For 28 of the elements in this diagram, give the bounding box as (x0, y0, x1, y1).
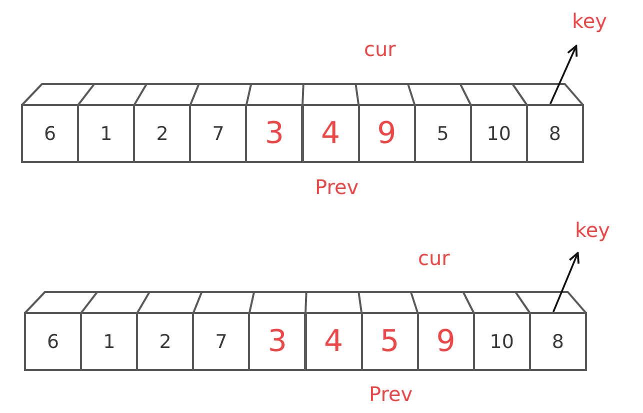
variable-label: Prev (369, 383, 413, 405)
array-cell: 5 (360, 312, 419, 371)
variable-label: key (575, 219, 610, 241)
variable-label: cur (364, 38, 396, 60)
array-cell: 10 (472, 312, 531, 371)
array-cell: 3 (245, 104, 304, 163)
array-cell: 9 (358, 104, 416, 163)
array-cell: 7 (189, 104, 248, 163)
variable-label: cur (418, 247, 450, 269)
arrow (549, 45, 578, 104)
array-cell: 6 (24, 312, 82, 371)
array-cell: 8 (528, 312, 587, 371)
variable-label: key (572, 10, 608, 32)
array-cell: 1 (77, 104, 136, 163)
array-cell: 9 (416, 312, 475, 371)
array-cell: 2 (136, 312, 194, 371)
array-cell: 1 (80, 312, 138, 371)
variable-label: Prev (315, 176, 359, 198)
array-cell: 5 (414, 104, 472, 163)
array-cell: 10 (470, 104, 528, 163)
array-cell: 2 (133, 104, 192, 163)
array-cell: 6 (21, 104, 80, 163)
arrow (552, 252, 580, 312)
array-cell: 4 (302, 104, 360, 163)
array-cell: 7 (192, 312, 250, 371)
array-cell: 4 (304, 312, 363, 371)
array-cell: 3 (248, 312, 306, 371)
array-cell: 8 (526, 104, 584, 163)
